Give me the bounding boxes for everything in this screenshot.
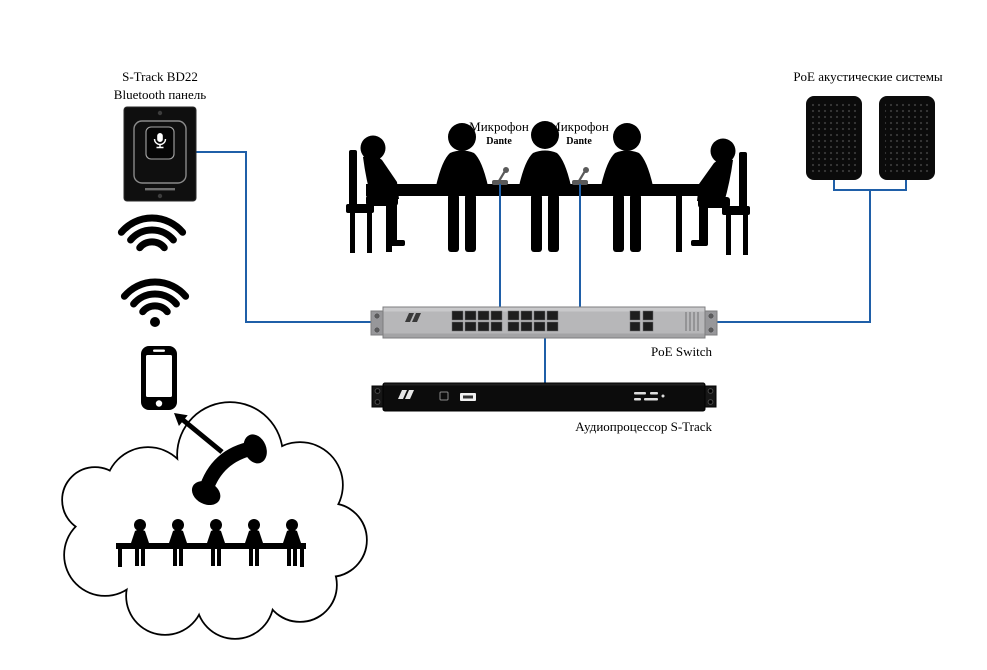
- speakers-to-switch-cable: [716, 180, 907, 323]
- person-front-2: [519, 121, 571, 252]
- bluetooth-panel-label-line1: S-Track BD22: [122, 69, 198, 84]
- person-left: [346, 135, 405, 253]
- uplink-ports: [629, 310, 654, 332]
- remote-person: [131, 519, 149, 566]
- switch-vent-grille: [685, 312, 699, 331]
- audio-processor-label: Аудиопроцессор S-Track: [480, 418, 712, 436]
- bluetooth-panel-label-line2: Bluetooth панель: [113, 86, 207, 102]
- remote-person: [207, 519, 225, 566]
- brand-logo: [398, 390, 414, 399]
- cloud-remote-call: [61, 401, 368, 640]
- call-to-phone-arrow: [174, 413, 224, 454]
- wireless-waves-icon-2: [120, 278, 190, 327]
- microphone-left-subtitle: Dante: [486, 135, 512, 147]
- brand-logo: [405, 313, 421, 322]
- dante-microphone-2: [572, 167, 589, 185]
- poe-speaker-left: [806, 96, 862, 180]
- poe-switch-label-text: PoE Switch: [650, 344, 712, 359]
- microphone-right-subtitle: Dante: [566, 135, 592, 147]
- power-button: [439, 391, 449, 401]
- usb-port: [460, 393, 476, 401]
- chair-left: [346, 150, 374, 253]
- remote-person: [169, 519, 187, 566]
- person-front-1: [436, 123, 488, 252]
- front-display-markings: [634, 392, 665, 401]
- bd22-to-switch-cable: [196, 151, 372, 323]
- smartphone-icon: [141, 346, 177, 410]
- speakers-label: PoE акустические системы: [762, 68, 974, 86]
- poe-switch-device: [370, 306, 718, 339]
- bd22-bluetooth-panel-device: [123, 106, 197, 202]
- microphone-left-label: Микрофон Dante: [447, 118, 551, 148]
- network-cables: [196, 151, 907, 383]
- person-front-3: [601, 123, 653, 252]
- remote-person: [245, 519, 263, 566]
- microphone-left-title: Микрофон: [469, 119, 529, 134]
- mic-button-icon: [153, 133, 167, 149]
- telephone-handset-icon: [191, 434, 267, 506]
- audio-processor-label-text: Аудиопроцессор S-Track: [575, 419, 712, 434]
- microphone-right-label: Микрофон Dante: [527, 118, 631, 148]
- poe-switch-label: PoE Switch: [540, 343, 712, 361]
- person-right: [691, 138, 750, 255]
- bluetooth-panel-label: S-Track BD22 Bluetooth панель: [70, 68, 250, 103]
- panel-caption-text: [145, 188, 175, 191]
- conference-scene: [346, 121, 750, 255]
- wireless-waves-icon-1: [117, 214, 187, 252]
- microphone-right-title: Микрофон: [549, 119, 609, 134]
- poe-speaker-right: [879, 96, 935, 180]
- ethernet-ports: [451, 310, 559, 332]
- speakers-label-text: PoE акустические системы: [793, 69, 943, 84]
- dante-microphone-1: [492, 167, 509, 185]
- remote-person: [283, 519, 301, 566]
- remote-meeting-scene: [116, 519, 306, 567]
- audio-processor-device: [371, 382, 717, 412]
- chair-right: [722, 152, 750, 255]
